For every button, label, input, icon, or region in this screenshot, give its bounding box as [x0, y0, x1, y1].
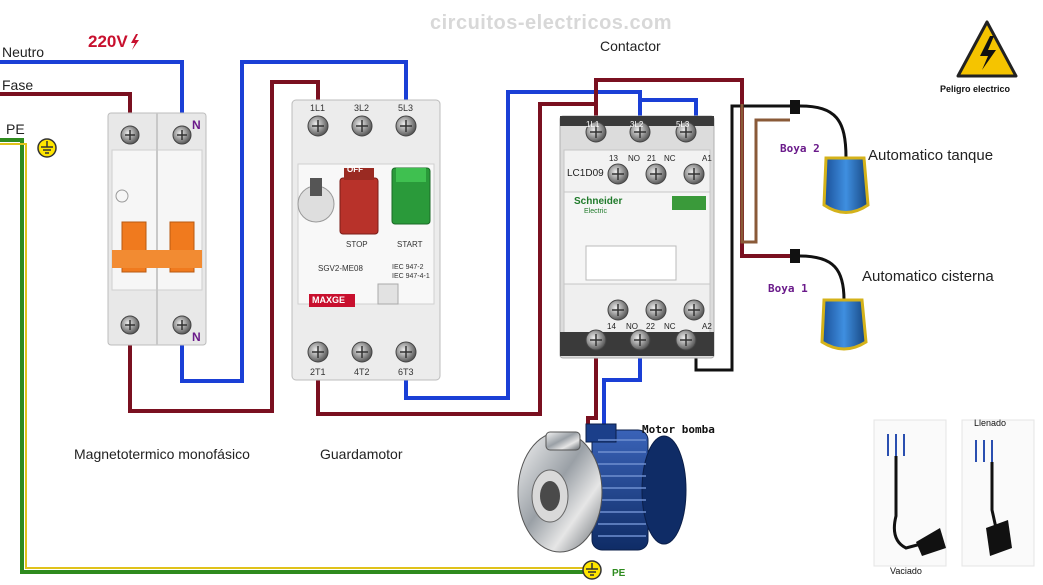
stop-button	[339, 177, 379, 235]
automatico-cisterna-label: Automatico cisterna	[862, 268, 994, 285]
gm-off-label: OFF	[347, 165, 363, 174]
gm-iec-2: IEC 947-4-1	[392, 273, 430, 280]
ct-aux-nc-top: NC	[664, 154, 676, 163]
gm-bottom-2: 4T2	[354, 367, 370, 377]
watermark: circuitos-electricos.com	[430, 12, 673, 34]
boya-2-float	[790, 100, 870, 214]
fase-to-boya-2-link	[740, 104, 790, 244]
ct-aux-13: 13	[609, 154, 618, 163]
gm-bottom-1: 2T1	[310, 367, 326, 377]
pe-motor-label: PE	[612, 568, 626, 579]
ground-icon	[37, 138, 57, 158]
voltage-label: 220V	[88, 32, 128, 51]
ct-aux-a2: A2	[702, 322, 712, 331]
float-legend-vaciado	[873, 419, 947, 567]
ct-top-3: 5L3	[676, 120, 690, 129]
magnetotermico-label: Magnetotermico monofásico	[74, 446, 250, 462]
float-legend-llenado	[961, 419, 1035, 567]
neutro-guardamotor-to-contactor	[404, 90, 642, 400]
neutro-breaker-to-guardamotor	[180, 60, 408, 383]
gm-iec-1: IEC 947-2	[392, 264, 424, 271]
ct-aux-no-top: NO	[628, 154, 640, 163]
contactor-label: Contactor	[600, 38, 661, 54]
boya-2-label: Boya 2	[780, 142, 820, 155]
ct-aux-21: 21	[647, 154, 656, 163]
gm-top-3: 5L3	[398, 103, 414, 113]
pe-label: PE	[6, 121, 25, 137]
lightning-icon	[131, 34, 139, 50]
peligro-label: Peligro electrico	[940, 84, 1011, 94]
llenado-label: Llenado	[974, 418, 1007, 428]
ct-brand: Schneider	[574, 196, 623, 207]
pe-wires	[0, 138, 590, 574]
gm-stop-label: STOP	[346, 240, 368, 249]
breaker-n-bottom: N	[192, 330, 201, 344]
magnetotermico-breaker	[107, 112, 207, 346]
vaciado-label: Vaciado	[890, 566, 922, 576]
neutral-wires	[0, 60, 698, 430]
motor-bomba-label: Motor bomba	[642, 423, 715, 436]
phase-wires	[0, 78, 800, 432]
ct-top-1: 1L1	[586, 120, 600, 129]
fase-to-boya	[594, 78, 800, 258]
fase-breaker-to-guardamotor	[128, 80, 320, 413]
fase-guardamotor-to-contactor	[316, 102, 598, 416]
gm-top-2: 3L2	[354, 103, 370, 113]
breaker-n-top: N	[192, 118, 201, 132]
fase-label: Fase	[2, 77, 34, 93]
motor-bomba-pump	[517, 423, 687, 553]
contactor-motor-blue	[602, 340, 642, 430]
fase-line	[0, 92, 132, 120]
ct-brand-sub: Electric	[584, 208, 607, 215]
guardamotor-device	[291, 99, 441, 381]
ct-aux-no-bottom: NO	[626, 322, 638, 331]
contactor-device	[559, 115, 715, 359]
gm-bottom-3: 6T3	[398, 367, 414, 377]
boya-1-float	[790, 249, 868, 351]
gm-model: SGV2-ME08	[318, 264, 363, 273]
gm-brand: MAXGE	[312, 295, 346, 305]
ct-aux-a1: A1	[702, 154, 712, 163]
ct-aux-22: 22	[646, 322, 655, 331]
guardamotor-label: Guardamotor	[320, 446, 403, 462]
neutro-label: Neutro	[2, 44, 45, 60]
warning-triangle-icon	[956, 20, 1018, 78]
gm-start-label: START	[397, 240, 423, 249]
ct-aux-nc-bottom: NC	[664, 322, 676, 331]
boya-1-label: Boya 1	[768, 282, 808, 295]
automatico-tanque-label: Automatico tanque	[868, 147, 994, 164]
ct-model: LC1D09	[567, 168, 604, 179]
neutro-line	[0, 60, 184, 120]
ground-icon-motor	[582, 560, 602, 580]
gm-top-1: 1L1	[310, 103, 326, 113]
ct-top-2: 3L2	[630, 120, 644, 129]
ct-aux-14: 14	[607, 322, 616, 331]
